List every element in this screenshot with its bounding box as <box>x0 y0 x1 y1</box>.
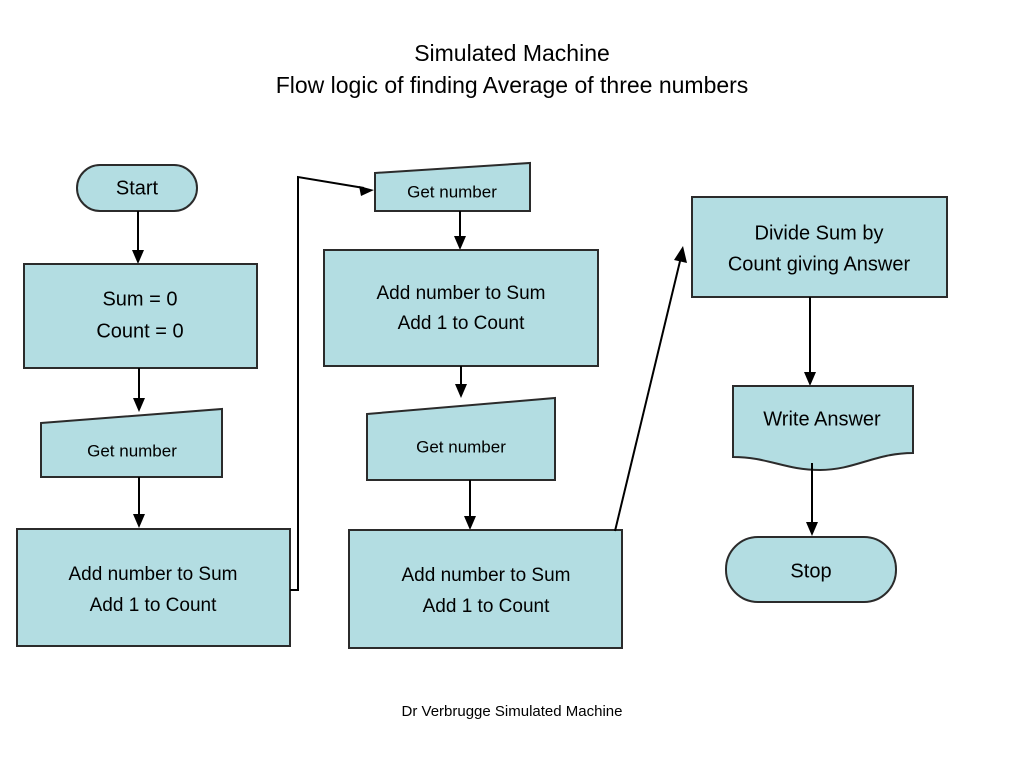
edge-getnumber1-to-accumulate1 <box>133 477 145 528</box>
get-number-2-manual-input-shape <box>374 161 531 212</box>
stop-terminator-shape <box>725 536 897 603</box>
node-get-number-3[interactable]: Get number <box>366 396 556 481</box>
edge-accumulate1-to-getnumber2 <box>290 175 374 591</box>
node-accumulate-2-line-1: Add number to Sum <box>377 283 546 304</box>
node-stop-label: Stop <box>790 560 831 582</box>
divide-sum-process-shape <box>691 196 948 298</box>
node-get-number-1[interactable]: Get number <box>40 407 223 478</box>
node-get-number-2-label: Get number <box>407 182 497 201</box>
get-number-1-manual-input-shape <box>40 407 223 478</box>
edge-dividesum-to-writeanswer <box>804 297 816 386</box>
node-get-number-2[interactable]: Get number <box>374 161 531 212</box>
node-accumulate-1[interactable]: Add number to Sum Add 1 to Count <box>16 528 291 647</box>
node-start-label: Start <box>116 177 159 199</box>
node-write-answer-label: Write Answer <box>763 408 881 430</box>
write-answer-document-shape <box>732 385 914 472</box>
node-divide-sum[interactable]: Divide Sum by Count giving Answer <box>691 196 948 298</box>
node-stop[interactable]: Stop <box>725 536 897 603</box>
node-init-sum-count[interactable]: Sum = 0 Count = 0 <box>23 263 258 369</box>
page-title: Simulated Machine Flow logic of finding … <box>0 38 1024 101</box>
node-accumulate-3-line-2: Add 1 to Count <box>423 596 550 617</box>
node-get-number-3-label: Get number <box>416 437 506 456</box>
node-start[interactable]: Start <box>76 164 198 212</box>
get-number-3-manual-input-shape <box>366 396 556 481</box>
footer: Dr Verbrugge Simulated Machine <box>0 703 1024 721</box>
edge-accumulate2-to-getnumber3 <box>455 366 467 398</box>
footer-text: Dr Verbrugge Simulated Machine <box>401 703 623 720</box>
title-line-1: Simulated Machine <box>414 40 610 66</box>
node-accumulate-1-line-1: Add number to Sum <box>69 564 238 585</box>
node-accumulate-2[interactable]: Add number to Sum Add 1 to Count <box>323 249 599 367</box>
edge-start-to-init <box>132 211 144 264</box>
title-line-2: Flow logic of finding Average of three n… <box>275 71 749 98</box>
node-accumulate-1-line-2: Add 1 to Count <box>90 595 217 616</box>
init-process-shape <box>23 263 258 369</box>
edge-getnumber3-to-accumulate3 <box>464 480 476 530</box>
accumulate-1-process-shape <box>16 528 291 647</box>
node-write-answer[interactable]: Write Answer <box>732 385 914 472</box>
node-accumulate-3-line-1: Add number to Sum <box>402 565 571 586</box>
edge-accumulate3-to-dividesum <box>614 246 687 532</box>
node-init-line-2: Count = 0 <box>96 320 183 342</box>
edge-getnumber2-to-accumulate2 <box>454 211 466 250</box>
node-divide-line-2: Count giving Answer <box>728 253 911 275</box>
edge-init-to-getnumber1 <box>133 368 145 412</box>
edge-writeanswer-to-stop <box>806 463 818 536</box>
accumulate-3-process-shape <box>348 529 623 649</box>
node-divide-line-1: Divide Sum by <box>755 222 884 244</box>
node-accumulate-3[interactable]: Add number to Sum Add 1 to Count <box>348 529 623 649</box>
accumulate-2-process-shape <box>323 249 599 367</box>
node-accumulate-2-line-2: Add 1 to Count <box>398 313 525 334</box>
node-get-number-1-label: Get number <box>87 441 177 460</box>
node-init-line-1: Sum = 0 <box>102 288 177 310</box>
